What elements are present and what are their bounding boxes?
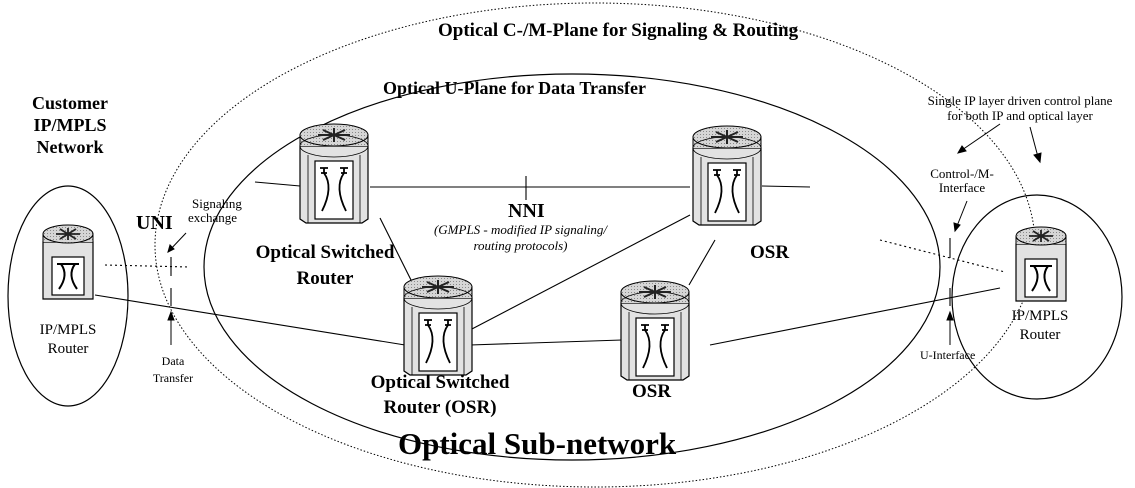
customer-network-ellipse (7, 185, 129, 407)
right-router-line-1: IP/MPLS (1011, 308, 1069, 324)
single-ip-line-2: for both IP and optical layer (947, 107, 1093, 123)
optical-switched-router-icon (403, 275, 473, 376)
u-plane-ellipse (203, 73, 941, 461)
signaling-exchange-label: Signaling exchange (188, 197, 242, 224)
osr-right-top-label: OSR (750, 242, 790, 263)
gmpls-line-1: (GMPLS - modified IP signaling/ (433, 222, 608, 237)
optical-switched-router-icon (299, 123, 369, 224)
signaling-line-2: exchange (188, 209, 238, 225)
left-router-label: IP/MPLS Router (28, 322, 108, 358)
signaling-line-1: Signaling (192, 196, 242, 211)
customer-network-line-1: Customer (32, 93, 108, 113)
data-transfer-line-1: Data (161, 354, 185, 368)
router-icon (1015, 226, 1067, 302)
right-router-label: IP/MPLS Router (995, 308, 1085, 344)
left-router-line-2: Router (47, 340, 89, 357)
data-transfer-line-2: Transfer (152, 370, 194, 385)
control-interface-line-1: Control-/M- (930, 166, 994, 181)
osr-right-bottom-label: OSR (632, 381, 672, 402)
uni-label: UNI (136, 212, 173, 234)
single-ip-label: Single IP layer driven control plane for… (905, 94, 1135, 122)
data-transfer-label: Data Transfer (148, 355, 198, 384)
customer-network-line-3: Network (36, 136, 104, 157)
osr-top-line-2: Router (296, 267, 354, 289)
osr-mid-line-1: Optical Switched (370, 372, 510, 393)
single-ip-line-1: Single IP layer driven control plane (927, 93, 1113, 108)
osr-top-label: Optical Switched Router (230, 243, 420, 289)
customer-network-line-2: IP/MPLS (33, 114, 107, 135)
control-interface-label: Control-/M- Interface (918, 167, 1006, 194)
customer-network-label: Customer IP/MPLS Network (14, 94, 126, 157)
left-router-line-1: IP/MPLS (39, 322, 97, 338)
right-router-line-2: Router (1019, 326, 1061, 343)
u-plane-label: Optical U-Plane for Data Transfer (383, 78, 646, 98)
optical-switched-router-icon (692, 125, 762, 226)
osr-mid-line-2: Router (OSR) (383, 396, 497, 418)
nni-label: NNI (508, 200, 545, 222)
optical-switched-router-icon (620, 280, 690, 381)
control-interface-line-2: Interface (938, 179, 986, 195)
annotation-arrows (167, 123, 1042, 345)
osr-mid-label: Optical Switched Router (OSR) (340, 373, 540, 418)
network-links (94, 176, 1006, 346)
subnetwork-label: Optical Sub-network (398, 426, 677, 461)
router-icon (42, 224, 94, 300)
osr-top-line-1: Optical Switched (255, 242, 395, 263)
cm-plane-label: Optical C-/M-Plane for Signaling & Routi… (438, 20, 799, 41)
u-interface-label: U-Interface (920, 348, 976, 362)
gmpls-line-2: routing protocols) (473, 237, 568, 253)
gmpls-label: (GMPLS - modified IP signaling/ routing … (398, 223, 643, 252)
